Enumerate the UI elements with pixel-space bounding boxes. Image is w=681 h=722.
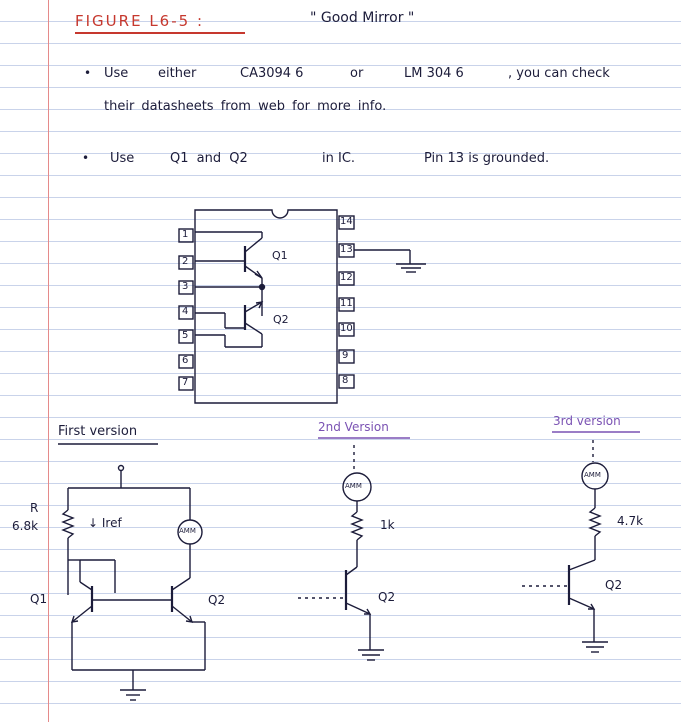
- bullet-dot-2: •: [82, 151, 90, 165]
- ic-pin-box: [338, 374, 355, 389]
- note-1-word-use: Use: [104, 66, 129, 81]
- figure-label: FIGURE L6-5 :: [75, 12, 205, 30]
- first-version-heading: First version: [58, 424, 138, 439]
- second-resistor-label: 1k: [380, 518, 395, 532]
- page-subtitle: " Good Mirror ": [310, 10, 415, 26]
- third-version-heading: 3rd version: [553, 414, 621, 428]
- q1-collector: [79, 581, 93, 591]
- ic-pin-box: [178, 280, 194, 295]
- ic-pin-box: [178, 305, 194, 320]
- first-q1-label: Q1: [30, 592, 48, 606]
- first-r-value: 6.8k: [12, 519, 39, 533]
- ic-left-pin-4: 4: [182, 306, 189, 317]
- third-resistor-label: 4.7k: [617, 514, 644, 528]
- first-ammeter-label: AMM: [179, 527, 196, 535]
- ic-pin-box: [178, 376, 194, 391]
- resistor-1k: [350, 511, 364, 541]
- ic-right-pin-10: 10: [340, 323, 353, 334]
- ic-pin-box: [178, 329, 194, 344]
- ic-right-pin-11: 11: [340, 298, 353, 309]
- q1-emitter: [71, 605, 93, 623]
- note-1-part-lm: LM 304 6: [404, 66, 464, 81]
- first-iref-label: ↓ Iref: [88, 516, 122, 530]
- q2-collector: [171, 577, 191, 591]
- note-2-pin13: Pin 13 is grounded.: [424, 151, 550, 166]
- first-q2-label: Q2: [208, 593, 226, 607]
- ic-pin-box: [338, 322, 355, 337]
- ic-left-pin-7: 7: [182, 377, 189, 388]
- q2-collector: [244, 301, 263, 313]
- note-1-word-or: or: [350, 66, 364, 81]
- q2-emitter: [345, 602, 371, 615]
- q2-emitter: [244, 322, 263, 335]
- ic-q2-label: Q2: [273, 313, 289, 326]
- ic-left-pin-3: 3: [182, 281, 189, 292]
- note-2-word-use: Use: [110, 151, 135, 166]
- note-1-line-2: their datasheets from web for more info.: [104, 99, 387, 114]
- ic-pin-box: [338, 215, 355, 230]
- ic-pin-box: [338, 297, 355, 312]
- ic-right-pin-8: 8: [342, 375, 349, 386]
- resistor-4-7k: [588, 507, 602, 537]
- ic-right-pin-13: 13: [340, 244, 353, 255]
- ic-right-pin-9: 9: [342, 350, 349, 361]
- ic-left-pin-6: 6: [182, 355, 189, 366]
- ic-left-pin-2: 2: [182, 256, 189, 267]
- resistor-6-8k: [61, 509, 75, 539]
- third-ammeter-label: AMM: [584, 471, 601, 479]
- ic-left-pin-1: 1: [182, 229, 189, 240]
- ic-right-pin-12: 12: [340, 272, 353, 283]
- q2-emitter: [568, 597, 595, 610]
- q2-collector: [568, 559, 596, 571]
- q1-collector: [244, 237, 263, 253]
- note-2-in-ic: in IC.: [322, 151, 356, 166]
- note-1-word-either: either: [158, 66, 197, 81]
- note-1-check: , you can check: [508, 66, 610, 81]
- vcc-terminal: [117, 464, 125, 472]
- note-2-transistors: Q1 and Q2: [170, 151, 248, 166]
- q2-emitter: [171, 605, 193, 623]
- ic-pin-box: [178, 354, 194, 369]
- q2-collector: [345, 566, 358, 576]
- page-margin-line: [48, 0, 49, 722]
- ic-pin-box: [338, 349, 355, 364]
- note-1-part-ca: CA3094 6: [240, 66, 304, 81]
- figure-underline: [75, 32, 245, 34]
- ic-q1-label: Q1: [272, 249, 288, 262]
- ic-pin-box: [178, 228, 194, 243]
- ic-left-pin-5: 5: [182, 330, 189, 341]
- second-version-heading: 2nd Version: [318, 420, 389, 434]
- ic-right-pin-14: 14: [340, 216, 353, 227]
- q2-arrow: [255, 301, 264, 309]
- ic-pin-box: [178, 255, 194, 270]
- q1-emitter-arrow: [254, 270, 263, 279]
- ic-body: [194, 209, 338, 404]
- second-ammeter-label: AMM: [345, 482, 362, 490]
- ic-junction-dot: [258, 283, 266, 291]
- bullet-dot-1: •: [84, 66, 92, 80]
- third-q-label: Q2: [605, 578, 623, 592]
- second-q-label: Q2: [378, 590, 396, 604]
- first-r-label: R: [30, 501, 39, 515]
- ic-pin-box: [338, 271, 355, 286]
